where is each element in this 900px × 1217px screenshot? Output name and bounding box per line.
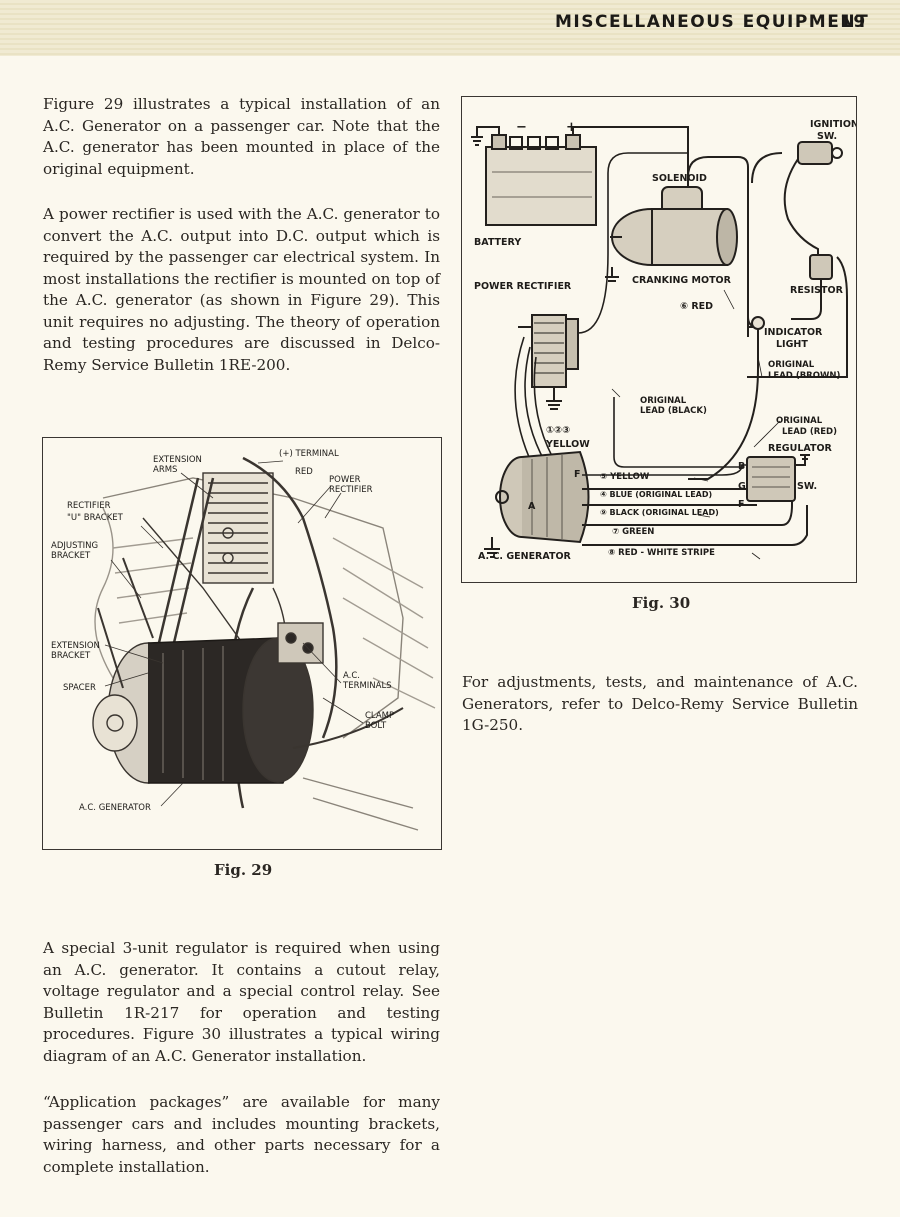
page-number: 19 (840, 12, 867, 32)
fig29-label-extension-bracket-1: EXTENSION (51, 641, 100, 651)
fig30-label-terms-123: ①②③ (546, 425, 570, 436)
fig30-label-indicator-2: LIGHT (776, 339, 808, 350)
fig30-label-brown-1: ORIGINAL (768, 360, 815, 370)
fig29-label-extension-arms-2: ARMS (153, 465, 177, 475)
fig30-label-black-1: ORIGINAL (640, 396, 687, 406)
fig30-label-brown-2: LEAD (BROWN) (768, 371, 840, 381)
fig30-label-red-orig-1: ORIGINAL (776, 416, 823, 426)
fig30-label-reg-b: B (738, 461, 745, 472)
paragraph-fig29-intro: Figure 29 illustrates a typical installa… (43, 95, 440, 178)
fig29-label-extension-arms-1: EXTENSION (153, 455, 202, 465)
fig29-label-power-rectifier-2: RECTIFIER (329, 485, 373, 495)
paragraph-power-rectifier: A power rectifier is used with the A.C. … (43, 205, 440, 374)
fig30-label-battery: BATTERY (474, 237, 521, 248)
fig30-label-cranking-motor: CRANKING MOTOR (632, 275, 732, 286)
fig29-label-spacer: SPACER (63, 683, 96, 693)
fig30-label-red-orig-2: LEAD (RED) (782, 427, 837, 437)
figure-29: EXTENSION ARMS (+) TERMINAL RED POWER RE… (42, 437, 442, 850)
fig30-label-ignition-1: IGNITION (810, 119, 856, 130)
fig30-label-wire-8: ⑧ RED - WHITE STRIPE (608, 548, 715, 558)
fig30-label-term-a: A (528, 501, 536, 512)
fig30-label-resistor: RESISTOR (790, 285, 844, 296)
fig30-label-power-rectifier: POWER RECTIFIER (474, 281, 572, 292)
fig30-label-reg-g: G (738, 481, 746, 492)
fig30-label-term-f: F (574, 469, 581, 480)
paragraph-adjustments: For adjustments, tests, and maintenance … (462, 673, 858, 734)
fig29-label-rectifier-bracket-2: "U" BRACKET (67, 513, 124, 523)
fig29-label-ac-generator: A.C. GENERATOR (79, 803, 151, 813)
fig30-label-wire-5: ⑤ YELLOW (600, 472, 650, 482)
header-band (0, 0, 900, 56)
fig30-label-reg-f: F (738, 499, 745, 510)
fig30-label-reg-sw: SW. (797, 481, 817, 492)
figure-30-caption: Fig. 30 (632, 594, 691, 612)
section-title: MISCELLANEOUS EQUIPMENT (555, 12, 870, 32)
fig30-label-plus: + (566, 120, 577, 135)
fig30-label-red-6: ⑥ RED (680, 301, 713, 312)
fig30-label-minus: − (516, 120, 527, 135)
paragraph-application-packages: “Application packages” are available for… (43, 1093, 440, 1176)
fig30-label-wire-9: ⑨ BLACK (ORIGINAL LEAD) (600, 508, 719, 517)
fig29-label-rectifier-bracket-1: RECTIFIER (67, 501, 111, 511)
figure-30-wiring-diagram: IGNITION SW. SOLENOID BATTERY CRANKING M… (471, 119, 859, 562)
fig30-label-wire-7: ⑦ GREEN (612, 527, 654, 537)
fig29-label-extension-bracket-2: BRACKET (51, 651, 91, 661)
fig29-label-clamp-bolt-1: CLAMP (365, 711, 394, 721)
fig30-label-wire-4: ④ BLUE (ORIGINAL LEAD) (600, 490, 712, 499)
fig29-label-ac-terminals-2: TERMINALS (342, 681, 392, 691)
fig30-label-ignition-2: SW. (817, 131, 837, 142)
fig30-label-indicator-1: INDICATOR (764, 327, 823, 338)
fig29-label-adjusting-bracket-2: BRACKET (51, 551, 91, 561)
fig29-label-terminal: (+) TERMINAL (279, 449, 339, 459)
fig30-label-regulator: REGULATOR (768, 443, 833, 454)
fig30-label-ac-generator: A. C. GENERATOR (478, 551, 572, 562)
fig29-label-adjusting-bracket-1: ADJUSTING (51, 541, 98, 551)
fig29-label-clamp-bolt-2: BOLT (365, 721, 387, 731)
figure-30: IGNITION SW. SOLENOID BATTERY CRANKING M… (461, 96, 859, 583)
fig30-label-black-2: LEAD (BLACK) (640, 406, 707, 416)
figure-29-illustration: EXTENSION ARMS (+) TERMINAL RED POWER RE… (51, 449, 436, 831)
fig30-label-solenoid: SOLENOID (652, 173, 707, 184)
figure-29-caption: Fig. 29 (214, 861, 273, 879)
fig29-label-ac-terminals-1: A.C. (343, 671, 360, 681)
paragraph-regulator: A special 3-unit regulator is required w… (43, 939, 440, 1065)
fig30-label-yellow: YELLOW (545, 439, 590, 450)
fig29-label-power-rectifier-1: POWER (329, 475, 361, 485)
fig29-label-red: RED (295, 467, 313, 477)
